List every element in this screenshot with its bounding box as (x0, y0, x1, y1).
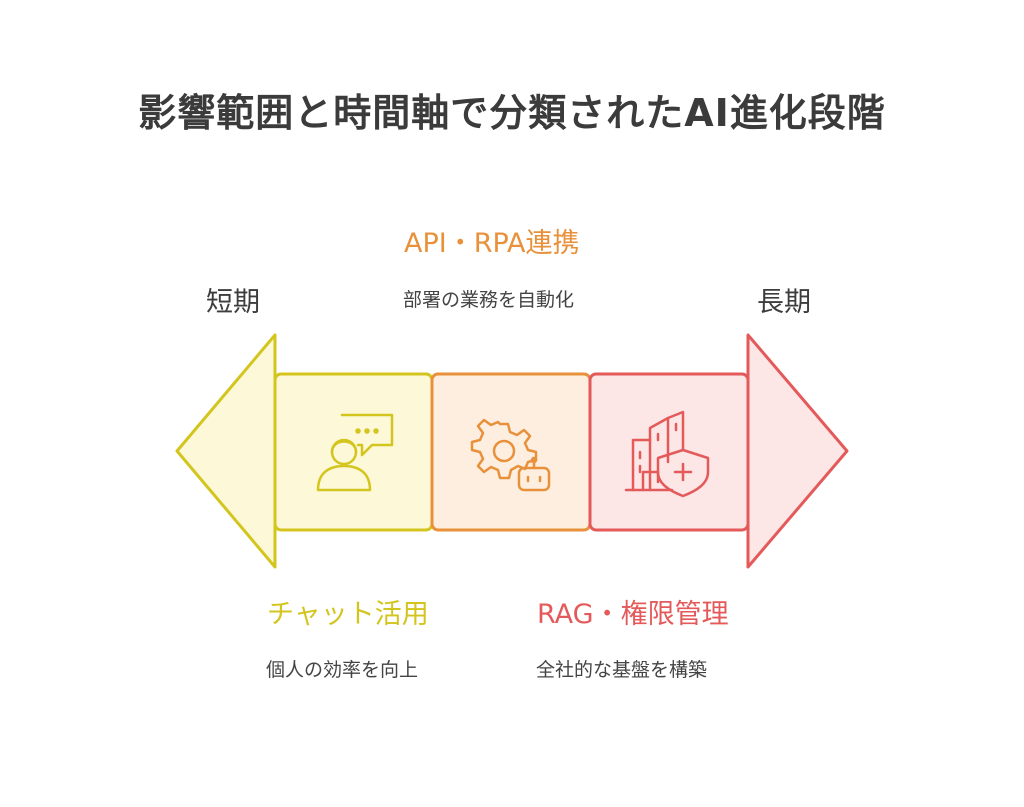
stage-chat-title: チャット活用 (267, 599, 429, 630)
long-term-label: 長期 (757, 287, 811, 318)
stage-api-rpa-description: 部署の業務を自動化 (403, 289, 575, 311)
building-shield-icon (624, 410, 710, 498)
left-arrow-head (175, 333, 277, 569)
right-arrow-head (746, 333, 849, 569)
stage-rag-title: RAG・権限管理 (537, 599, 729, 630)
short-term-label: 短期 (206, 287, 260, 318)
stage-api-rpa-title: API・RPA連携 (404, 228, 580, 259)
gear-robot-icon (470, 418, 551, 492)
stage-api-rpa-box (430, 372, 592, 532)
stage-chat-box (273, 372, 434, 532)
diagram-title: 影響範囲と時間軸で分類されたAI進化段階 (138, 91, 886, 135)
stage-chat-description: 個人の効率を向上 (266, 659, 419, 681)
chat-support-agent-icon (316, 413, 394, 492)
stage-rag-description: 全社的な基盤を構築 (536, 659, 708, 681)
